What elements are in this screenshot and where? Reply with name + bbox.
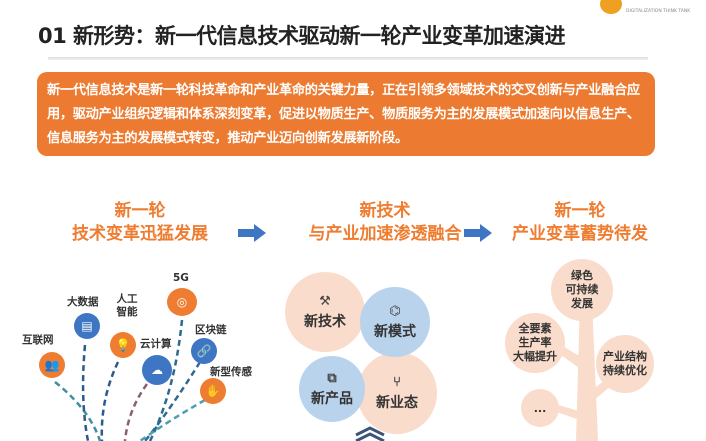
- heading-line: 新一轮: [114, 201, 166, 221]
- column-heading-1: 新一轮技术变革迅猛发展: [30, 200, 250, 246]
- connector-lines: [54, 319, 206, 441]
- cloud-icon: ☁: [142, 355, 172, 385]
- heading-line: 产业变革蓄势待发: [512, 224, 648, 244]
- divider: [48, 57, 648, 60]
- tech-label: 5G: [173, 272, 189, 284]
- tech-label: 区块链: [195, 324, 227, 336]
- people-icon: 👥: [39, 352, 65, 378]
- heading-line: 新一轮: [554, 201, 606, 221]
- tree-node-structure: 产业结构 持续优化: [596, 335, 654, 393]
- devices-icon: ⧉: [327, 370, 337, 386]
- tools-icon: ⚒: [319, 293, 331, 309]
- signal-icon: ◎: [167, 288, 197, 316]
- tech-label: 人工智能: [116, 293, 138, 318]
- logo-subtitle: DIGITALIZATION THINK TANK: [626, 9, 691, 14]
- circle-label: 新业态: [376, 394, 418, 411]
- arrow-right-icon: [464, 224, 492, 242]
- arrow-right-icon: [238, 224, 266, 242]
- page-title: 01 新形势：新一代信息技术驱动新一轮产业变革加速演进: [38, 24, 566, 48]
- circle-new-business: ⑂ 新业态: [357, 352, 437, 434]
- logo-mark-icon: [600, 0, 622, 14]
- tech-label: 云计算: [140, 338, 172, 350]
- tech-label: 互联网: [22, 334, 54, 346]
- circle-new-model: ⌬ 新模式: [360, 287, 430, 357]
- intro-box: 新一代信息技术是新一轮科技革命和产业革命的关键力量，正在引领多领域技术的交叉创新…: [37, 72, 655, 156]
- tech-label: 新型传感: [210, 366, 252, 378]
- heading-line: 技术变革迅猛发展: [72, 224, 208, 244]
- tree-node-productivity: 全要素 生产率 大幅提升: [505, 313, 565, 373]
- branch-icon: ⑂: [393, 374, 401, 390]
- heading-line: 新技术: [359, 201, 411, 221]
- circle-label: 新产品: [311, 390, 353, 407]
- network-icon: ⌬: [389, 303, 401, 319]
- tree-node-more: ...: [521, 389, 559, 427]
- column-heading-3: 新一轮产业变革蓄势待发: [470, 200, 690, 246]
- circle-label: 新技术: [304, 313, 346, 330]
- tech-label: 大数据: [67, 296, 99, 308]
- column-heading-2: 新技术与产业加速渗透融合: [275, 200, 495, 246]
- circle-new-tech: ⚒ 新技术: [285, 272, 365, 352]
- sensor-icon: ✋: [200, 378, 226, 404]
- logo: DIGITALIZATION THINK TANK: [600, 0, 706, 20]
- tree-node-green: 绿色 可持续 发展: [551, 259, 613, 321]
- database-icon: ▤: [74, 313, 100, 339]
- link-icon: 🔗: [191, 338, 217, 364]
- circle-label: 新模式: [374, 323, 416, 340]
- heading-line: 与产业加速渗透融合: [308, 224, 462, 244]
- circle-new-product: ⧉ 新产品: [299, 356, 365, 422]
- lightbulb-icon: 💡: [110, 332, 136, 358]
- chevron-up-icon: [355, 426, 385, 441]
